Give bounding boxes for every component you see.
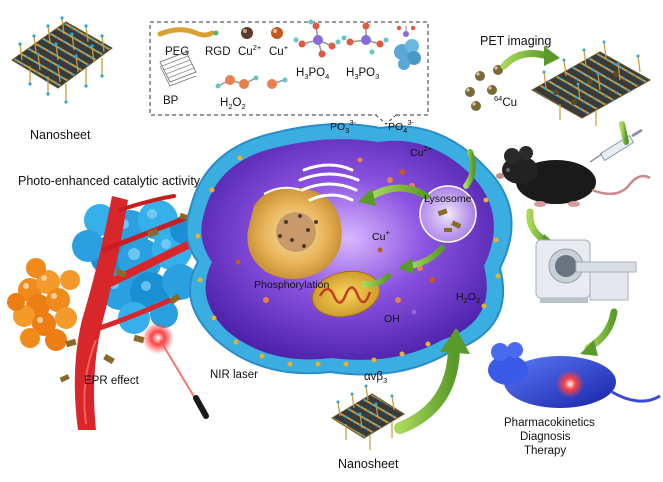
lysosome-image: [419, 185, 477, 243]
integrin-label: αvβ3: [364, 371, 387, 385]
outcome-diagnosis: Diagnosis: [520, 431, 571, 443]
imaged-mouse-image: [488, 342, 661, 408]
peg-icon: [157, 27, 215, 38]
legend-h3po3: H3PO3: [346, 67, 379, 81]
nir-laser-label: NIR laser: [210, 369, 258, 381]
nir-laser-pointer: [142, 322, 209, 419]
cell-cu1-label: Cu+: [372, 228, 390, 243]
photo-enhanced-label: Photo-enhanced catalytic activity: [18, 174, 201, 188]
outcome-pharmacokinetics: Pharmacokinetics: [504, 417, 595, 429]
h3po4-molecule-icon: [293, 19, 341, 58]
legend-cu1: Cu+: [269, 43, 289, 58]
hydroxyl-molecule-icon: [267, 77, 288, 89]
protein-icon: [394, 25, 421, 70]
nanosheet-pet-image: [530, 40, 652, 126]
black-mouse-image: [496, 146, 651, 207]
cell-cu2-label: Cu2+: [410, 144, 433, 159]
nucleus-image: [247, 186, 342, 279]
fat-tissue-image: [7, 258, 80, 351]
cu1-sphere-icon: [271, 27, 283, 39]
legend-peg: PEG: [165, 46, 189, 58]
inner-pathway-arrows: [358, 149, 477, 288]
syringe-icon: [589, 128, 643, 163]
legend-rgd: RGD: [205, 46, 231, 58]
cu64-particles: [465, 65, 503, 111]
cell-po3-label: PO33-: [330, 118, 357, 135]
cu64-label: 64Cu: [494, 94, 517, 109]
pet-imaging-label: PET imaging: [480, 34, 551, 48]
oh-label: OH: [384, 313, 400, 325]
legend-box: PEG RGD Cu2+ Cu+: [149, 19, 429, 125]
nanosheet-top-image: [11, 16, 113, 104]
cell-h2o2-label: H2O2: [456, 291, 480, 305]
epr-effect-label: EPR effect: [84, 375, 140, 387]
golgi-apparatus-image: [298, 163, 360, 202]
nanosheet-bottom-label: Nanosheet: [338, 457, 399, 471]
outcomes-list: Pharmacokinetics Diagnosis Therapy: [504, 417, 595, 457]
h3po3-molecule-icon: [341, 22, 389, 55]
tumor-signal-icon: [556, 370, 584, 398]
cell-po4-label: PO43-: [388, 118, 415, 135]
rgd-icon: [213, 30, 219, 36]
cu2-sphere-icon: [241, 27, 253, 39]
legend-cu2: Cu2+: [238, 43, 262, 58]
legend-bp: BP: [163, 95, 179, 107]
uptake-arrow-icon: [394, 344, 460, 434]
outcome-therapy: Therapy: [524, 445, 566, 457]
blood-vessel-image: [74, 194, 199, 430]
bp-layers-icon: [159, 51, 197, 87]
h2o2-molecule-icon: [215, 75, 259, 89]
phosphorylation-label: Phosphorylation: [254, 279, 329, 291]
nanosheet-fragments: [59, 212, 190, 383]
nanosheet-bottom-image: [331, 384, 405, 450]
lysosome-label: Lysosome: [424, 193, 472, 205]
pet-scanner-image: [535, 239, 637, 303]
nanosheet-top-label: Nanosheet: [30, 128, 91, 142]
arrow-to-mouse-icon: [619, 121, 629, 145]
legend-h3po4: H3PO4: [296, 67, 329, 81]
tumor-cell-image: [185, 123, 513, 376]
pet-arrow-icon: [500, 50, 552, 70]
legend-h2o2: H2O2: [220, 97, 246, 111]
